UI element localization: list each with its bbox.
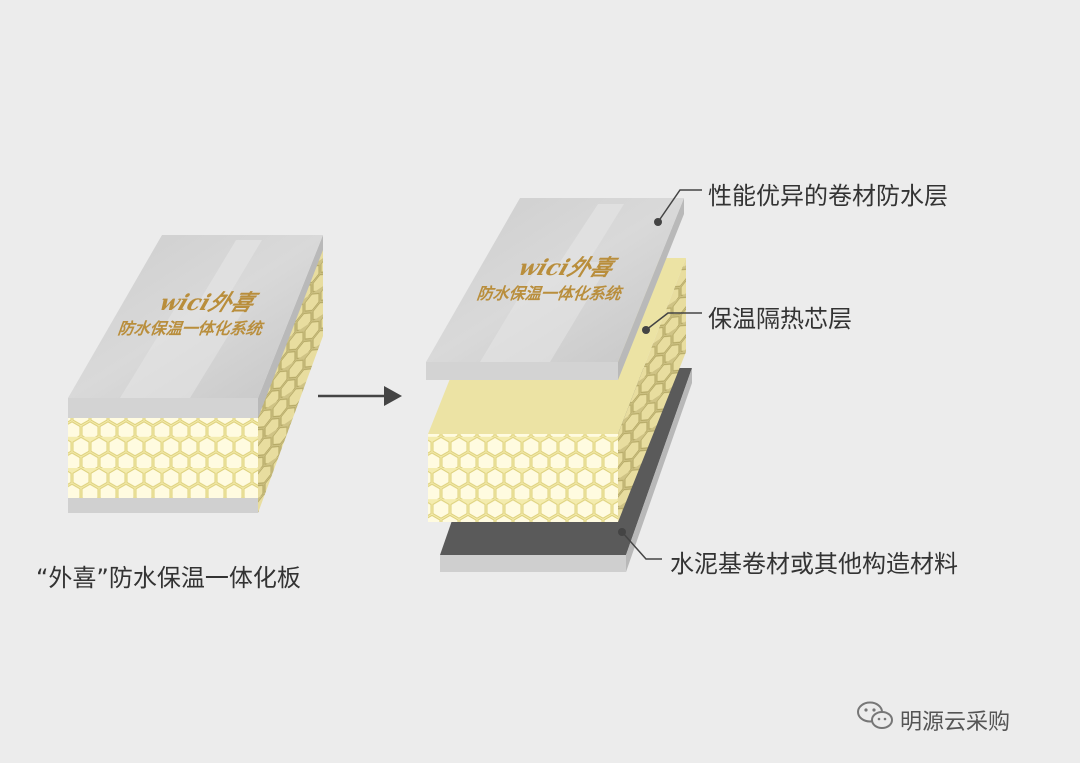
- layer-label-core: 保温隔热芯层: [708, 305, 852, 333]
- right-base-side: [626, 368, 692, 572]
- right-core-side: [618, 258, 686, 522]
- layer-label-base: 水泥基卷材或其他构造材料: [670, 550, 958, 578]
- left-core-side: [258, 248, 323, 513]
- right-membrane-front: [426, 362, 618, 380]
- right-brand-text: wici外喜: [515, 256, 620, 281]
- right-panel: wici外喜 防水保温一体化系统: [426, 189, 702, 572]
- right-top-sheen: [480, 262, 610, 362]
- right-base-front: [440, 555, 626, 572]
- right-core-front: [428, 434, 618, 522]
- left-top-sheen: [120, 300, 250, 398]
- right-brand-subtitle: 防水保温一体化系统: [475, 284, 626, 303]
- left-membrane-side: [258, 235, 323, 418]
- right-membrane-side: [618, 198, 684, 380]
- left-top-sheen-2: [200, 240, 262, 300]
- leader-top: [654, 189, 702, 226]
- leader-core: [642, 312, 702, 334]
- left-base-front: [68, 496, 258, 513]
- right-brand-logo: wici外喜 防水保温一体化系统: [475, 256, 626, 303]
- left-core-front: [68, 416, 258, 498]
- left-brand-subtitle: 防水保温一体化系统: [116, 319, 267, 338]
- left-panel: wici外喜 防水保温一体化系统: [68, 235, 323, 513]
- wechat-icon: [857, 701, 893, 729]
- left-brand-text: wici外喜: [156, 291, 261, 316]
- layer-label-top: 性能优异的卷材防水层: [708, 182, 948, 210]
- left-caption: “外喜”防水保温一体化板: [36, 564, 301, 592]
- arrow-right-icon: [318, 386, 402, 406]
- left-membrane-front: [68, 398, 258, 418]
- left-brand-logo: wici外喜 防水保温一体化系统: [116, 291, 267, 338]
- right-top-sheen-2: [560, 204, 624, 262]
- leader-base: [618, 528, 662, 560]
- watermark-text: 明源云采购: [900, 710, 1011, 735]
